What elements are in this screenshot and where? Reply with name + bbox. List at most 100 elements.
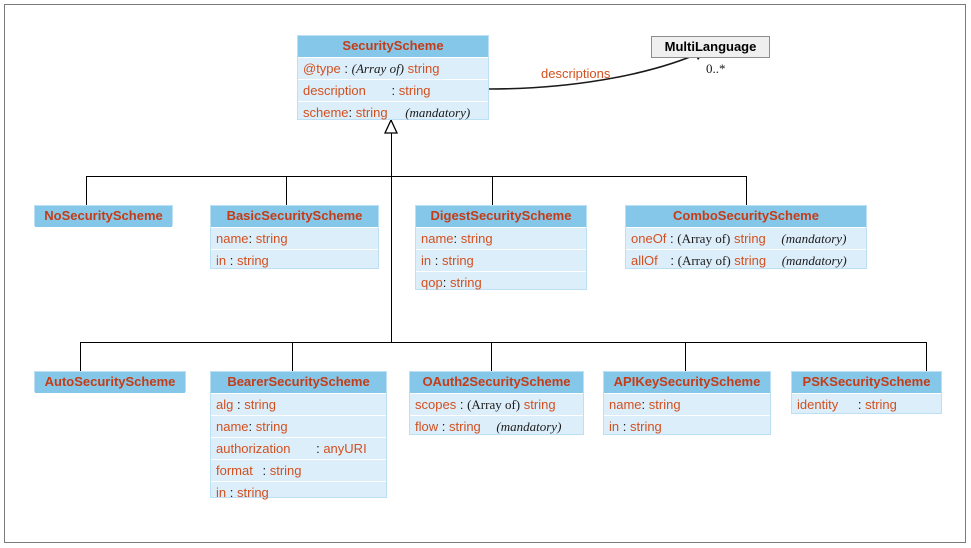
attribute-type: string <box>398 83 431 98</box>
class-attribute: scopes : (Array of) string <box>410 393 583 415</box>
class-attribute: format : string <box>211 459 386 481</box>
generalization-branch-no <box>86 176 87 205</box>
attribute-mandatory-marker: (mandatory) <box>405 105 471 120</box>
attribute-type: string <box>449 419 481 434</box>
attribute-type: string <box>237 485 269 500</box>
class-attribute: name: string <box>604 393 770 415</box>
generalization-trunk-level2 <box>391 120 392 177</box>
attribute-name: scheme <box>303 105 349 120</box>
attribute-name: oneOf <box>631 231 667 246</box>
attribute-separator: : <box>641 397 646 412</box>
class-box-digest-security-scheme[interactable]: DigestSecurityScheme name: string in : s… <box>415 205 587 290</box>
class-box-bearer-security-scheme[interactable]: BearerSecurityScheme alg : string name: … <box>210 371 387 500</box>
attribute-type: string <box>865 397 897 412</box>
diagram-canvas: SecurityScheme @type : (Array of) string… <box>4 4 966 543</box>
class-box-psk-security-scheme[interactable]: PSKSecurityScheme identity : string <box>791 371 942 414</box>
attribute-name: description <box>303 83 366 98</box>
class-attribute: name: string <box>211 415 386 437</box>
class-box-combo-security-scheme[interactable]: ComboSecurityScheme oneOf : (Array of) s… <box>625 205 867 269</box>
attribute-name: scopes <box>415 397 457 412</box>
attribute-mandatory-marker: (mandatory) <box>781 231 847 246</box>
class-attribute: description : string <box>298 79 488 101</box>
attribute-name: in <box>609 419 620 434</box>
attribute-name: in <box>421 253 432 268</box>
generalization-branch-psk <box>926 342 927 371</box>
attribute-name: in <box>216 485 227 500</box>
attribute-type: string <box>244 397 277 412</box>
attribute-mandatory-marker: (mandatory) <box>496 419 562 434</box>
class-attribute: allOf : (Array of) string (mandatory) <box>626 249 866 271</box>
class-box-basic-security-scheme[interactable]: BasicSecurityScheme name: string in : st… <box>210 205 379 269</box>
attribute-separator: : <box>229 253 234 268</box>
class-attribute: name: string <box>211 227 378 249</box>
attribute-separator: : <box>236 397 241 412</box>
attribute-name: identity <box>797 397 839 412</box>
association-label-descriptions: descriptions <box>541 66 611 81</box>
class-attribute: identity : string <box>792 393 941 415</box>
attribute-type: string <box>648 397 681 412</box>
attribute-separator: : <box>622 419 627 434</box>
attribute-separator: : <box>857 397 862 412</box>
class-title: ComboSecurityScheme <box>626 206 866 227</box>
class-attribute: flow : string (mandatory) <box>410 415 583 437</box>
attribute-separator: : <box>348 105 353 120</box>
attribute-separator: : <box>344 61 349 76</box>
generalization-bar-level3 <box>80 342 926 343</box>
class-box-security-scheme[interactable]: SecurityScheme @type : (Array of) string… <box>297 35 489 120</box>
class-title: BasicSecurityScheme <box>211 206 378 227</box>
attribute-name: name <box>216 419 249 434</box>
class-attribute: @type : (Array of) string <box>298 57 488 79</box>
class-box-no-security-scheme[interactable]: NoSecurityScheme <box>34 205 173 227</box>
attribute-name: qop <box>421 275 443 290</box>
attribute-name: in <box>216 253 227 268</box>
generalization-branch-basic <box>286 176 287 205</box>
class-title: SecurityScheme <box>298 36 488 57</box>
generalization-branch-digest <box>492 176 493 205</box>
attribute-type: string <box>269 463 302 478</box>
class-box-oauth2-security-scheme[interactable]: OAuth2SecurityScheme scopes : (Array of)… <box>409 371 584 435</box>
attribute-type: string <box>407 61 440 76</box>
class-box-multilanguage[interactable]: MultiLanguage <box>651 36 770 58</box>
class-attribute: alg : string <box>211 393 386 415</box>
attribute-name: format <box>216 463 253 478</box>
attribute-name: name <box>609 397 642 412</box>
class-attribute: name: string <box>416 227 586 249</box>
attribute-separator: : <box>391 83 396 98</box>
attribute-separator: : <box>441 419 446 434</box>
attribute-name: name <box>216 231 249 246</box>
class-title: BearerSecurityScheme <box>211 372 386 393</box>
attribute-array-marker: (Array of) <box>677 253 731 268</box>
attribute-array-marker: (Array of) <box>467 397 521 412</box>
class-box-apikey-security-scheme[interactable]: APIKeySecurityScheme name: string in : s… <box>603 371 771 435</box>
attribute-separator: : <box>434 253 439 268</box>
class-title: PSKSecurityScheme <box>792 372 941 393</box>
attribute-separator: : <box>670 253 674 268</box>
attribute-name: authorization <box>216 441 291 456</box>
attribute-name: @type <box>303 61 341 76</box>
generalization-trunk-level3 <box>391 176 392 343</box>
class-title: MultiLanguage <box>664 39 757 54</box>
class-attribute: qop: string <box>416 271 586 293</box>
attribute-type: string <box>449 275 482 290</box>
attribute-type: string <box>355 105 388 120</box>
attribute-name: allOf <box>631 253 658 268</box>
attribute-separator: : <box>459 397 464 412</box>
attribute-separator: : <box>229 485 234 500</box>
generalization-bar-level2 <box>86 176 747 177</box>
attribute-array-marker: (Array of) <box>351 61 405 76</box>
attribute-type: string <box>442 253 474 268</box>
attribute-name: flow <box>415 419 439 434</box>
attribute-type: string <box>523 397 556 412</box>
attribute-separator: : <box>248 231 253 246</box>
class-box-auto-security-scheme[interactable]: AutoSecurityScheme <box>34 371 186 393</box>
attribute-mandatory-marker: (mandatory) <box>781 253 847 268</box>
attribute-type: string <box>460 231 493 246</box>
class-attribute: in : string <box>416 249 586 271</box>
attribute-type: anyURI <box>323 441 367 456</box>
class-title: DigestSecurityScheme <box>416 206 586 227</box>
attribute-type: string <box>255 231 288 246</box>
generalization-branch-combo <box>746 176 747 205</box>
attribute-name: alg <box>216 397 234 412</box>
class-attribute: authorization : anyURI <box>211 437 386 459</box>
class-attribute: scheme: string (mandatory) <box>298 101 488 123</box>
